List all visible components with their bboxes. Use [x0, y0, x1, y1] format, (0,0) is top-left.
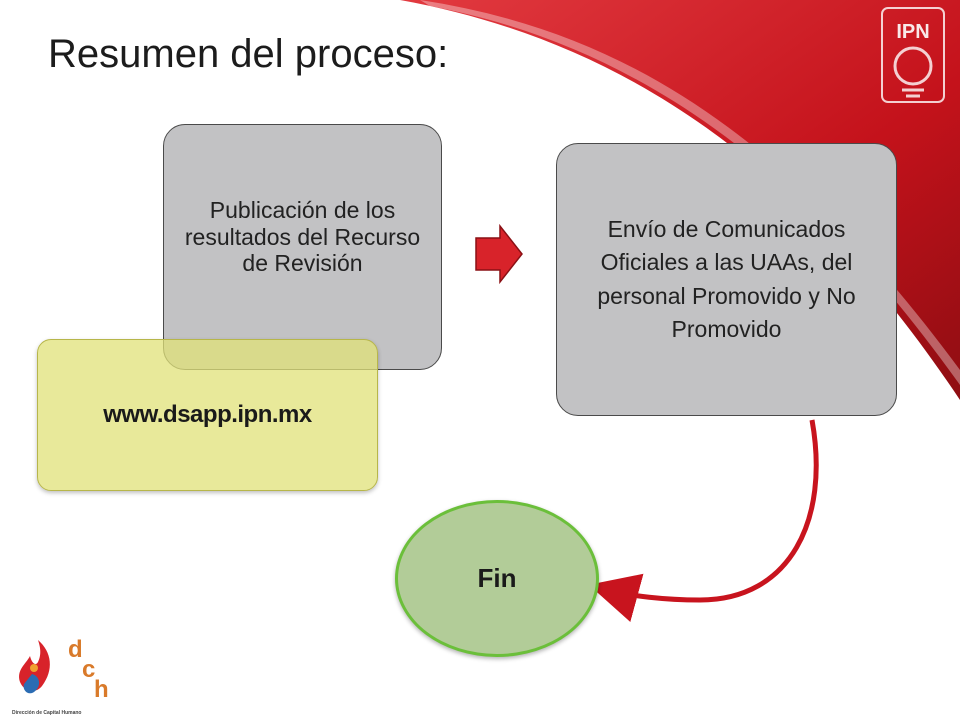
envio-label: Envío de Comunicados Oficiales a las UAA… [597, 215, 856, 342]
website-link[interactable]: www.dsapp.ipn.mx [103, 401, 312, 428]
curved-arrow-to-fin [588, 419, 819, 623]
dch-caption: Dirección de Capital Humano [12, 710, 82, 716]
dch-letter-h: h [94, 676, 109, 703]
ipn-logo: IPN [881, 7, 945, 103]
fin-label: Fin [477, 563, 517, 593]
fin-circle: Fin [395, 500, 599, 657]
right-arrow-shape [475, 223, 523, 285]
dch-flame-icon [19, 640, 50, 694]
publicacion-box: Publicación de los resultados del Recurs… [163, 124, 442, 370]
website-box[interactable]: www.dsapp.ipn.mx [37, 339, 378, 491]
svg-text:IPN: IPN [896, 21, 929, 43]
dch-letter-c: c [82, 656, 96, 683]
envio-box: Envío de Comunicados Oficiales a las UAA… [556, 143, 897, 416]
publicacion-label: Publicación de los resultados del Recurs… [184, 197, 421, 277]
page-title: Resumen del proceso: [48, 32, 449, 76]
dch-letter-d: d [68, 636, 83, 663]
dch-logo: d c h Dirección de Capital Humano [12, 634, 124, 716]
red-swoosh [400, 0, 960, 400]
